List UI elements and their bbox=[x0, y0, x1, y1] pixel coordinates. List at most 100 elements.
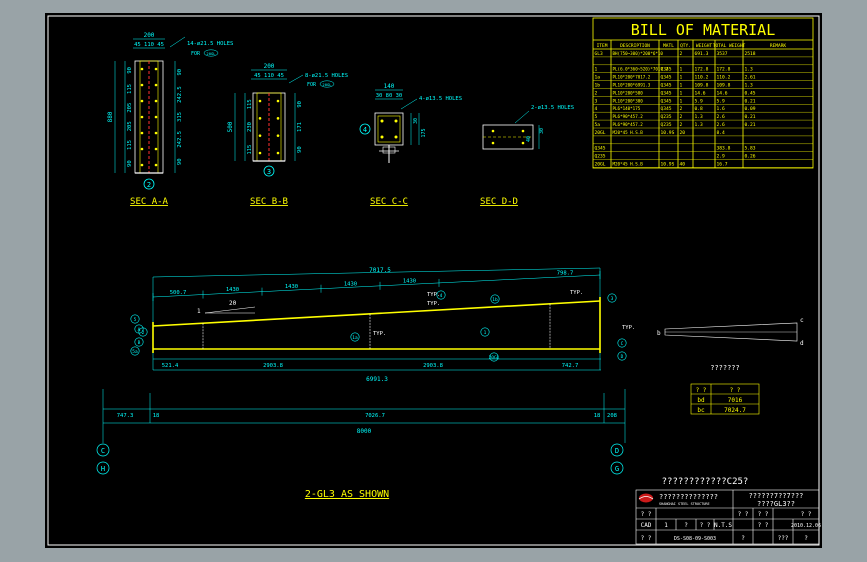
bom-header: TOTAL WEIGHT bbox=[713, 43, 746, 49]
bolt-hole bbox=[140, 67, 144, 71]
bom-cell: 691.3 bbox=[695, 51, 709, 57]
bolt-hole bbox=[154, 67, 158, 71]
bom-cell: Q345 bbox=[661, 67, 672, 73]
bom-cell: PL10*200*6991.3 bbox=[613, 83, 651, 88]
dim-text: 171 bbox=[297, 122, 303, 132]
title-cell: ? bbox=[741, 535, 745, 542]
bom-cell: 20 bbox=[680, 130, 686, 136]
bom-cell: M20*45 H.S.B bbox=[613, 130, 644, 135]
svg-text:30 80 30: 30 80 30 bbox=[376, 93, 403, 99]
bolt-hole bbox=[154, 163, 158, 167]
general-note: ????????????C25? bbox=[662, 477, 749, 487]
bom-title: BILL OF MATERIAL bbox=[631, 21, 776, 39]
bolt-hole bbox=[140, 131, 144, 135]
title-cell: ? ? bbox=[738, 511, 749, 518]
bottom-dim: 2903.8 bbox=[263, 363, 283, 369]
svg-text:H: H bbox=[101, 465, 105, 473]
dim-text: 90 bbox=[297, 146, 303, 153]
title-cell: N.T.S bbox=[714, 522, 732, 529]
bom-cell: 1.3 bbox=[695, 122, 704, 128]
svg-text:FOR: FOR bbox=[191, 51, 201, 57]
bolt-hole bbox=[154, 99, 158, 103]
svg-text:3: 3 bbox=[267, 168, 271, 176]
bolt-hole bbox=[258, 134, 262, 137]
svg-text:d: d bbox=[800, 340, 804, 347]
bom-cell: 20GL bbox=[595, 162, 606, 168]
bom-cell: 3537 bbox=[717, 51, 728, 57]
bolt-hole bbox=[140, 99, 144, 103]
bom-cell: PL6*90*457.2 bbox=[613, 122, 644, 127]
bom-cell: Q345 bbox=[661, 75, 672, 81]
top-dim: 1430 bbox=[403, 278, 416, 284]
bom-cell: PL(6.0*360~520)*7017.2 bbox=[613, 67, 669, 72]
grid-bubble-h bbox=[96, 461, 110, 475]
bom-cell: 110.2 bbox=[717, 75, 731, 81]
svg-text:500: 500 bbox=[227, 121, 234, 132]
dim-text: 242.5 bbox=[177, 86, 183, 103]
top-dim-total: 7017.5 bbox=[369, 267, 391, 274]
bom-cell: Q235 bbox=[661, 114, 672, 120]
grid-bubble-d bbox=[610, 443, 624, 457]
holes-note-b: 8-ø21.5 HOLES bbox=[305, 73, 348, 79]
bom-cell: 1 bbox=[680, 90, 683, 96]
bom-cell: 0.8 bbox=[695, 106, 704, 112]
elev-tag-text: 1a bbox=[352, 335, 358, 341]
bom-cell: 0.21 bbox=[745, 98, 756, 104]
elev-tag bbox=[130, 346, 140, 356]
sec-a-a-label: SEC A-A bbox=[130, 197, 169, 207]
bom-cell: Q235 bbox=[595, 154, 606, 160]
svg-text:140: 140 bbox=[384, 83, 395, 90]
bom-header: MATL bbox=[663, 43, 674, 49]
bolt-hole bbox=[140, 163, 144, 167]
bom-cell: 0.09 bbox=[745, 106, 756, 112]
title-cell: 2010.12.06 bbox=[791, 523, 821, 529]
svg-text:TYP.: TYP. bbox=[622, 325, 635, 331]
bom-header: QTY. bbox=[680, 43, 691, 49]
elev-tag-text: 1b bbox=[492, 297, 498, 303]
svg-text:C: C bbox=[101, 447, 105, 455]
svg-text:4: 4 bbox=[363, 126, 367, 134]
svg-text:????GL3??: ????GL3?? bbox=[757, 500, 795, 508]
bolt-hole bbox=[276, 134, 280, 137]
dim-text: 205 bbox=[127, 103, 133, 113]
dim-text: 115 bbox=[127, 84, 133, 94]
bottom-dim: 2903.8 bbox=[423, 363, 443, 369]
dim-text: 90 bbox=[297, 101, 303, 108]
overall-dim: 7026.7 bbox=[365, 413, 385, 419]
bolt-hole bbox=[276, 151, 280, 155]
bom-cell: 8.4 bbox=[717, 130, 726, 136]
section-c-c: 4 140 30 80 30 30 175 4-ø13.5 HOLES SEC … bbox=[359, 83, 462, 207]
bolt-hole bbox=[140, 147, 144, 151]
top-dim: 500.7 bbox=[170, 290, 187, 296]
bom-cell: 109.8 bbox=[717, 83, 731, 89]
bom-cell: 1 bbox=[680, 67, 683, 73]
sec-c-c-label: SEC C-C bbox=[370, 197, 408, 207]
bolt-hole bbox=[154, 147, 158, 151]
svg-text:200: 200 bbox=[264, 63, 275, 70]
title-cell: ? bbox=[684, 522, 688, 529]
svg-text:TYP.: TYP. bbox=[373, 331, 386, 337]
title-cell: ? ? bbox=[758, 511, 769, 518]
bom-cell: 2.61 bbox=[745, 75, 756, 81]
bom-header: REMARK bbox=[770, 43, 787, 49]
grid-bubble-g bbox=[610, 461, 624, 475]
dim-text: 90 bbox=[127, 160, 133, 167]
dim-text: 115 bbox=[247, 145, 253, 155]
elev-tag bbox=[480, 327, 490, 337]
bom-cell: 5 bbox=[595, 114, 598, 120]
bom-cell: 0.26 bbox=[745, 154, 756, 160]
small-view: c d b ??????? ? ? ? ? bd 7016 bc 7024.7 bbox=[657, 317, 804, 415]
dim-text: 115 bbox=[127, 140, 133, 150]
bom-cell: 2 bbox=[595, 90, 598, 96]
overall-dim: 18 bbox=[594, 413, 601, 419]
bom-cell: 3 bbox=[595, 98, 598, 104]
bom-cell: 2.9 bbox=[717, 154, 726, 160]
beam-web bbox=[152, 300, 601, 350]
bolt-hole bbox=[258, 99, 262, 103]
bom-cell: Q345 bbox=[661, 83, 672, 89]
bom-cell: 1.6 bbox=[717, 106, 726, 112]
